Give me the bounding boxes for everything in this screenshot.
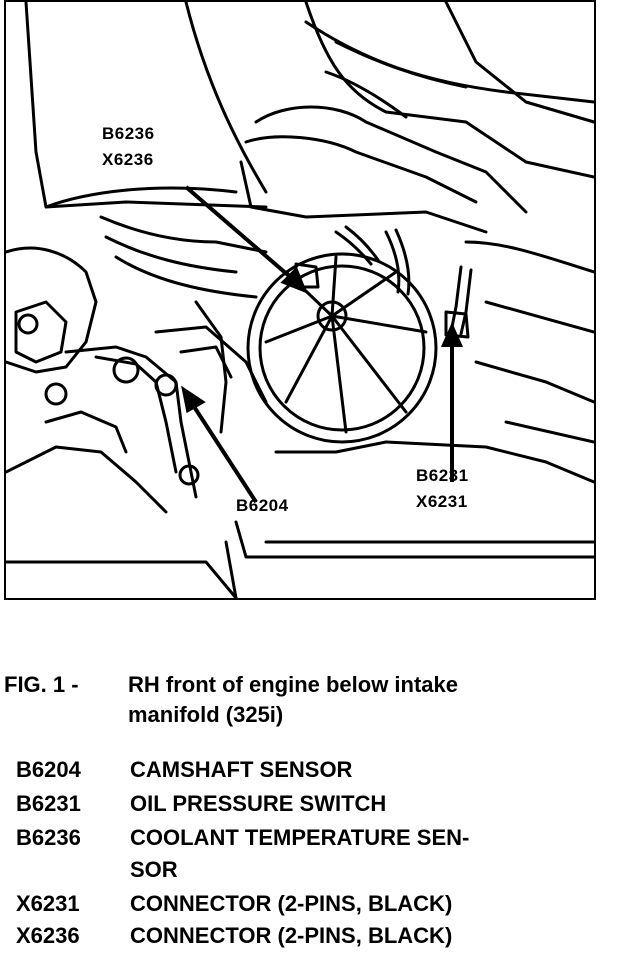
callout-x6231: X6231	[416, 492, 468, 511]
callout-b6236: B6236	[102, 124, 155, 143]
legend-description: CONNECTOR (2-PINS, BLACK)	[130, 891, 453, 916]
figure-label: FIG. 1 -	[4, 672, 79, 697]
figure-caption-line2: manifold (325i)	[128, 702, 284, 727]
legend-description: COOLANT TEMPERATURE SEN-	[130, 825, 470, 850]
legend-description-continuation: SOR	[130, 857, 178, 882]
callout-b6204: B6204	[236, 496, 289, 515]
legend-code: B6204	[16, 757, 81, 782]
engine-illustration-frame: B6236 X6236 B6204 B6231 X6231	[4, 0, 596, 600]
callout-x6236: X6236	[102, 150, 154, 169]
engine-line-drawing	[6, 2, 594, 598]
figure-caption-line1: RH front of engine below intake	[128, 672, 459, 697]
legend-code: X6231	[16, 891, 80, 916]
legend-code: X6236	[16, 923, 80, 948]
legend-description: OIL PRESSURE SWITCH	[130, 791, 387, 816]
legend-description: CONNECTOR (2-PINS, BLACK)	[130, 923, 453, 948]
legend-code: B6236	[16, 825, 81, 850]
callout-b6231: B6231	[416, 466, 469, 485]
legend-code: B6231	[16, 791, 81, 816]
legend-description: CAMSHAFT SENSOR	[130, 757, 353, 782]
